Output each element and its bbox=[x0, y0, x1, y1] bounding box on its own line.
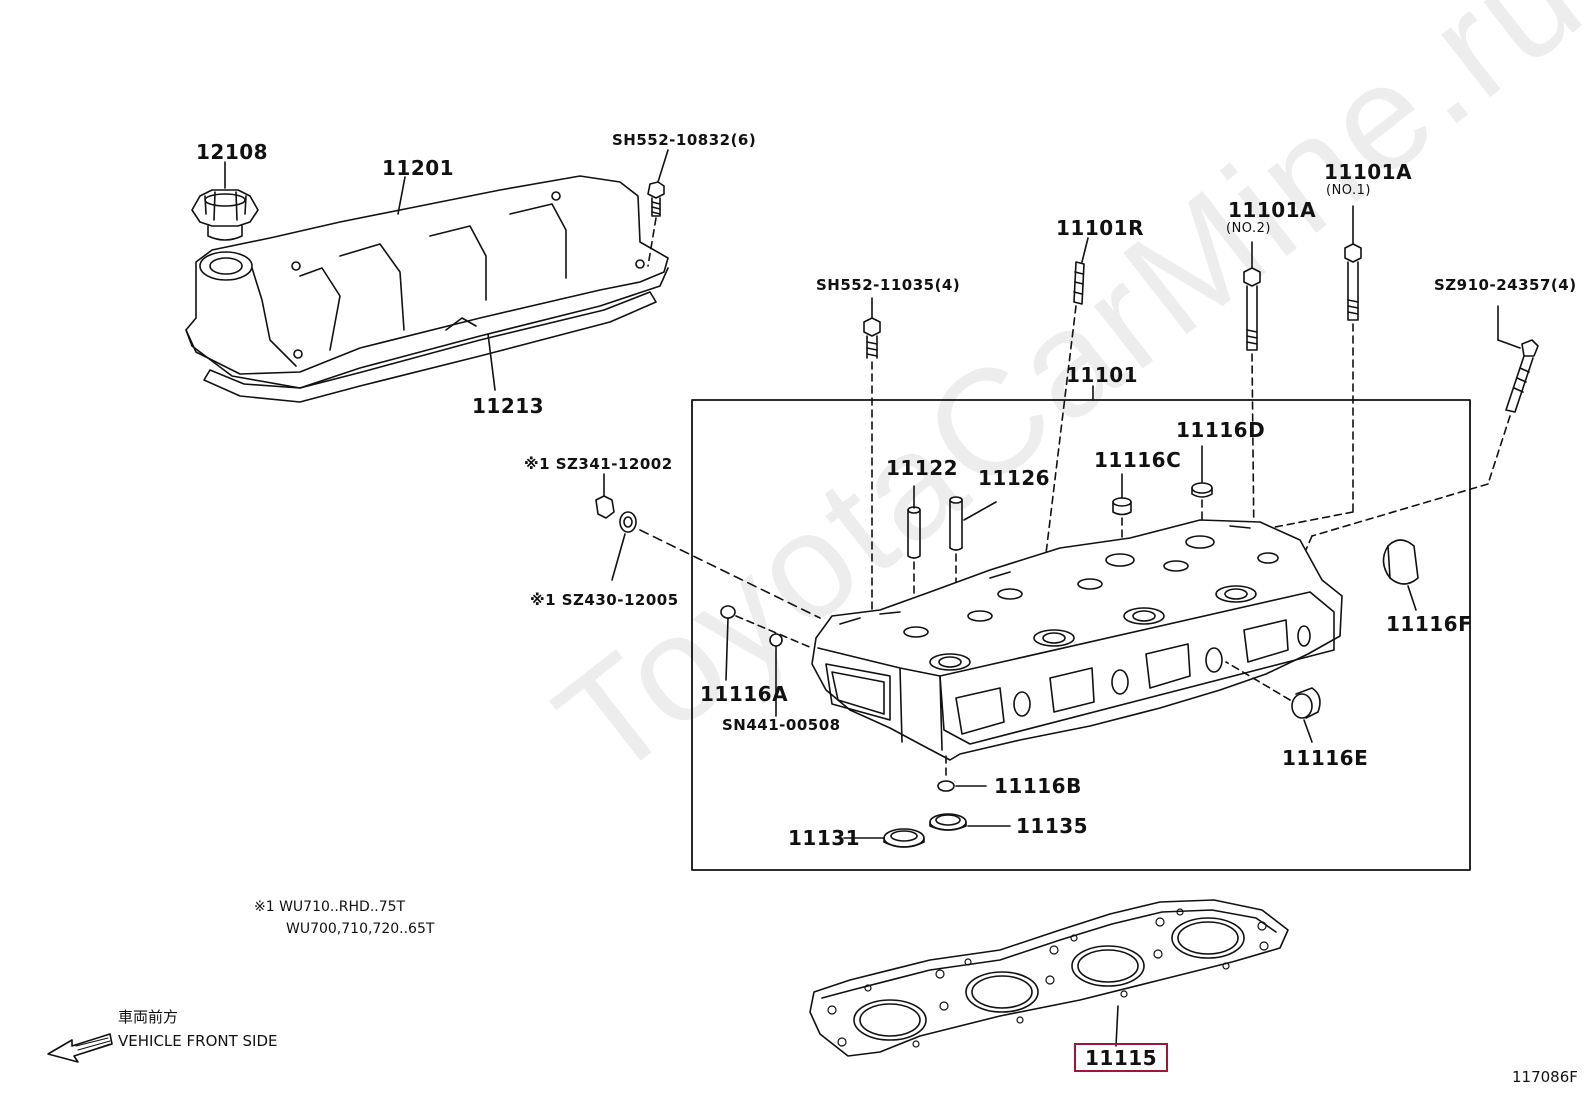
label-11122: 11122 bbox=[886, 456, 959, 480]
note-line-2: WU700,710,720..65T bbox=[286, 921, 435, 937]
leader-11201 bbox=[397, 176, 406, 215]
label-11116f: 11116F bbox=[1386, 612, 1473, 636]
label-11101: 11101 bbox=[1066, 363, 1139, 387]
cylinder-head bbox=[811, 519, 1343, 761]
label-11116b: 11116B bbox=[994, 774, 1082, 798]
plug-11116f bbox=[1382, 539, 1419, 585]
label-11135: 11135 bbox=[1016, 814, 1089, 838]
label-11101a-no1-sub: (NO.1) bbox=[1326, 183, 1371, 198]
label-11213: 11213 bbox=[472, 394, 545, 418]
oil-filler-cap bbox=[191, 189, 259, 241]
front-direction-arrow bbox=[47, 1033, 113, 1063]
stud-11101r bbox=[1073, 261, 1085, 305]
gasket-washer bbox=[619, 511, 637, 533]
bolt-sh552-11035 bbox=[863, 317, 881, 359]
label-sh552-11035: SH552-11035(4) bbox=[816, 276, 961, 294]
front-label-jp: 車両前方 bbox=[118, 1008, 179, 1026]
ball-sn441-00508 bbox=[769, 633, 783, 647]
leader-11213 bbox=[487, 333, 496, 391]
label-11101a-no1: 11101A bbox=[1324, 160, 1413, 184]
label-11126: 11126 bbox=[978, 466, 1051, 490]
label-11201: 11201 bbox=[382, 156, 455, 180]
label-sz430-12005: ※1 SZ430-12005 bbox=[530, 591, 679, 609]
valve-guide-11126 bbox=[949, 496, 963, 551]
valve-guide-11122 bbox=[907, 506, 921, 559]
leader-11115 bbox=[1115, 1005, 1119, 1047]
seal-11131 bbox=[883, 828, 925, 848]
bolt-11101a-no2 bbox=[1243, 267, 1261, 351]
label-11115-highlighted[interactable]: 11115 bbox=[1074, 1043, 1169, 1072]
diagram-code: 117086F bbox=[1512, 1068, 1578, 1086]
label-11116e: 11116E bbox=[1282, 746, 1369, 770]
cylinder-head-assembly-box bbox=[691, 399, 1471, 871]
label-11131: 11131 bbox=[788, 826, 861, 850]
label-sz910-24357: SZ910-24357(4) bbox=[1434, 276, 1577, 294]
plug-11116e bbox=[1291, 687, 1321, 719]
bolt-sh552-10832 bbox=[647, 181, 665, 217]
label-sh552-10832: SH552-10832(6) bbox=[612, 131, 757, 149]
label-sz341-12002: ※1 SZ341-12002 bbox=[524, 455, 673, 473]
note-line-1: ※1 WU710..RHD..75T bbox=[254, 899, 406, 915]
front-label-en: VEHICLE FRONT SIDE bbox=[118, 1032, 278, 1050]
plug-11116a bbox=[720, 605, 736, 619]
label-11101a-no2: 11101A bbox=[1228, 198, 1317, 222]
label-11116d: 11116D bbox=[1176, 418, 1266, 442]
cylinder-head-cover bbox=[185, 175, 669, 403]
label-11101r: 11101R bbox=[1056, 216, 1144, 240]
label-11101a-no2-sub: (NO.2) bbox=[1226, 221, 1271, 236]
bolt-sz910-24357 bbox=[1505, 339, 1539, 413]
bolt-11101a-no1 bbox=[1344, 243, 1362, 321]
plug-11116d bbox=[1191, 482, 1213, 498]
seal-11135 bbox=[929, 813, 967, 831]
label-sn441-00508: SN441-00508 bbox=[722, 716, 841, 734]
label-11116a: 11116A bbox=[700, 682, 789, 706]
plug-11116c bbox=[1112, 497, 1132, 516]
union-nut bbox=[595, 495, 615, 519]
cylinder-head-gasket bbox=[809, 899, 1289, 1057]
label-12108: 12108 bbox=[196, 140, 269, 164]
label-11116c: 11116C bbox=[1094, 448, 1182, 472]
plug-11116b bbox=[937, 780, 955, 792]
